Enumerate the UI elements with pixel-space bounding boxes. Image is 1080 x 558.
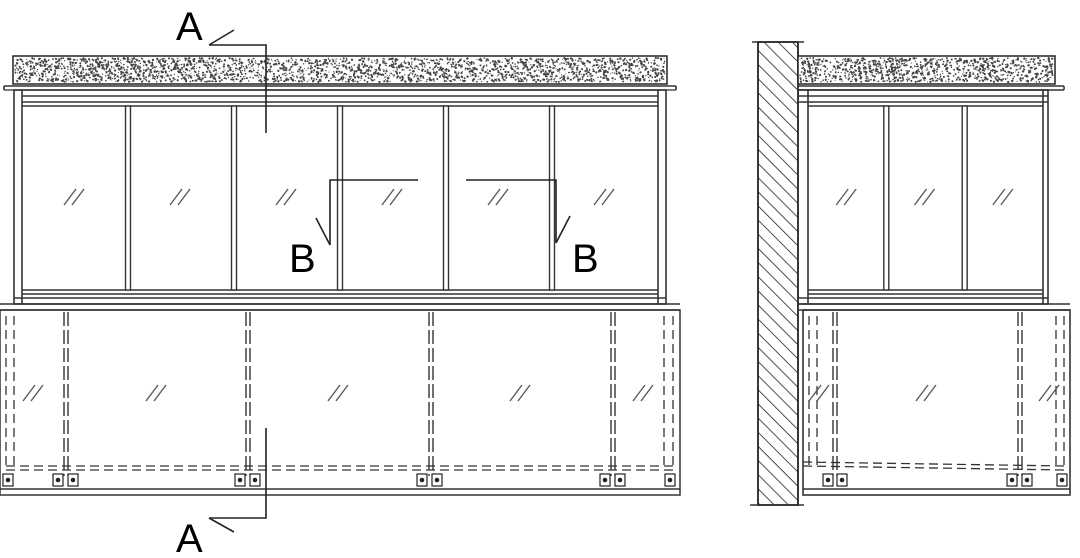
- section-b-left-line: [329, 179, 418, 245]
- side-upper-frame: [797, 89, 1049, 305]
- base-anchor: [67, 473, 79, 487]
- front-roof-speckle: [14, 56, 666, 84]
- side-railing-frame: [802, 309, 1071, 496]
- railing-post: [610, 312, 616, 476]
- front-mullions: [124, 105, 556, 291]
- section-a-top-cut: [208, 29, 235, 46]
- section-label-b-right: B: [572, 237, 599, 281]
- front-railing-frame: [0, 309, 681, 496]
- glass-mark: [1038, 384, 1060, 402]
- glass-mark: [487, 188, 509, 206]
- base-anchor: [664, 473, 676, 487]
- base-anchor: [836, 473, 848, 487]
- front-elevation: [0, 55, 681, 496]
- glass-mark: [22, 384, 44, 402]
- base-anchor: [614, 473, 626, 487]
- section-cut-lines: [208, 29, 571, 533]
- glass-mark: [632, 384, 654, 402]
- railing-post: [1017, 312, 1023, 476]
- side-wall-hatched: [757, 41, 799, 506]
- side-mullions: [883, 105, 968, 291]
- front-base-anchors: [2, 473, 676, 487]
- glass-mark: [915, 384, 937, 402]
- railing-post: [245, 312, 251, 476]
- section-a-top-line: [209, 44, 267, 133]
- mullion: [883, 105, 890, 291]
- base-anchor: [52, 473, 64, 487]
- section-label-a-top: A: [176, 5, 203, 49]
- railing-post: [832, 312, 838, 476]
- base-anchor: [1056, 473, 1068, 487]
- glass-mark: [509, 384, 531, 402]
- section-b-right-line: [466, 179, 557, 243]
- glass-mark: [145, 384, 167, 402]
- glass-mark: [808, 384, 830, 402]
- front-glass-marks: [22, 188, 654, 402]
- mullion: [336, 105, 344, 291]
- base-anchor: [1006, 473, 1018, 487]
- mullion: [548, 105, 556, 291]
- glass-mark: [169, 188, 191, 206]
- section-a-bottom-cut: [208, 517, 235, 533]
- section-b-left-cut: [315, 217, 331, 246]
- glass-mark: [913, 188, 936, 206]
- section-label-b-left: B: [289, 237, 316, 281]
- glass-mark: [835, 188, 857, 206]
- base-anchor: [599, 473, 611, 487]
- base-anchor: [1021, 473, 1033, 487]
- side-base-anchors: [822, 473, 1068, 487]
- side-elevation: [750, 41, 1071, 506]
- section-a-bottom-line: [209, 428, 267, 519]
- mullion: [442, 105, 450, 291]
- glass-mark: [327, 384, 349, 402]
- mullion: [961, 105, 968, 291]
- glass-mark: [381, 188, 403, 206]
- section-b-right-cut: [555, 215, 571, 244]
- glass-mark: [992, 188, 1014, 206]
- glass-mark: [63, 188, 85, 206]
- base-anchor: [822, 473, 834, 487]
- side-roof-speckle: [799, 56, 1054, 84]
- base-anchor: [416, 473, 428, 487]
- side-railing-posts: [832, 312, 1023, 476]
- mullion: [230, 105, 238, 291]
- section-label-a-bottom: A: [176, 517, 203, 558]
- side-glass-marks: [808, 188, 1060, 402]
- base-anchor: [234, 473, 246, 487]
- front-railing-posts: [63, 312, 616, 476]
- base-anchor: [431, 473, 443, 487]
- railing-post: [428, 312, 434, 476]
- mullion: [124, 105, 132, 291]
- base-anchor: [2, 473, 14, 487]
- railing-post: [63, 312, 69, 476]
- base-anchor: [249, 473, 261, 487]
- glass-mark: [275, 188, 297, 206]
- glass-mark: [593, 188, 615, 206]
